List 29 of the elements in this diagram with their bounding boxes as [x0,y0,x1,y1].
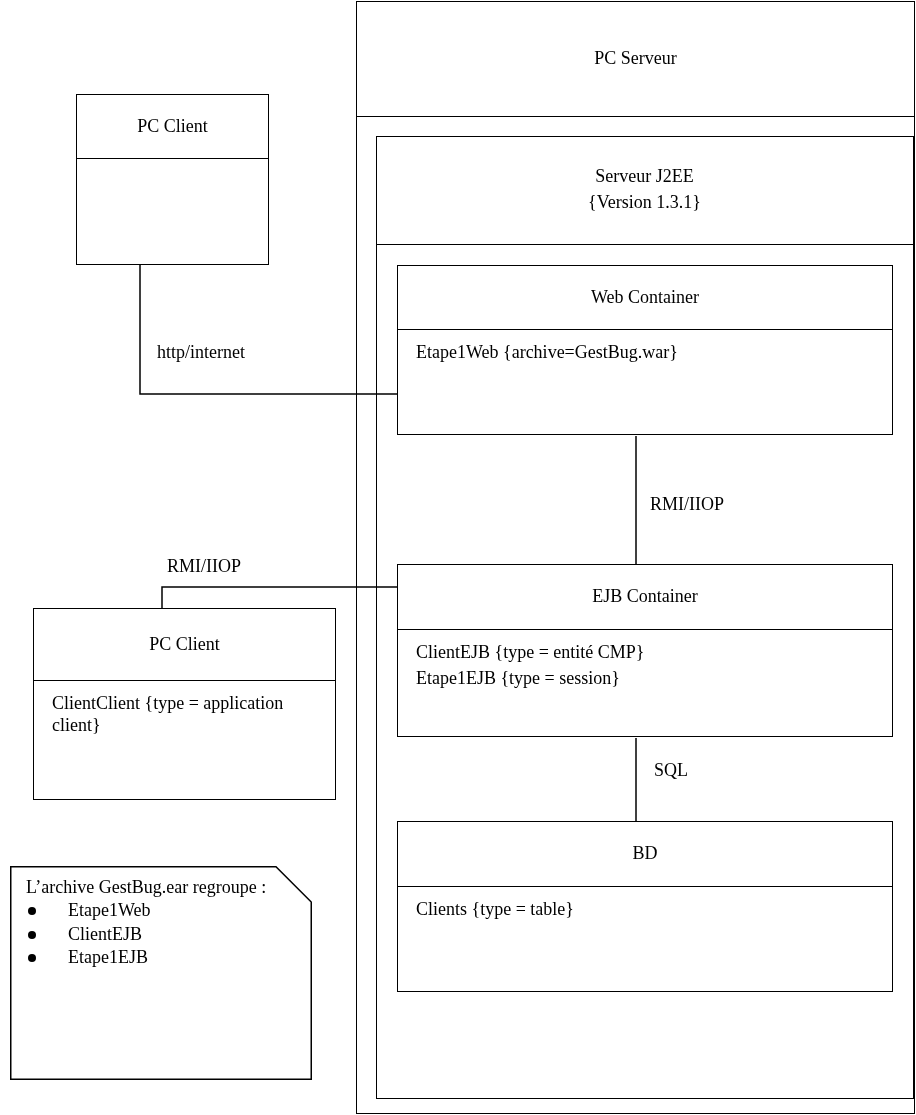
node-text: Etape1Web {archive=GestBug.war} [416,342,679,364]
node-text: Clients {type = table} [416,899,575,921]
node-title: Web Container [591,286,699,309]
note-text: L’archive GestBug.ear regroupe : [26,876,268,899]
node-box [397,821,893,992]
list-item: Etape1Web [26,899,298,923]
node-box [397,265,893,435]
node-title: EJB Container [592,586,698,608]
node-title: PC Serveur [594,48,677,70]
connector-line [161,586,399,609]
list-item: Etape1EJB [26,946,298,970]
connector-line [635,435,637,566]
node-text: ClientClient {type = application client} [52,693,285,737]
node-title: Serveur J2EE [595,166,694,188]
node-title: PC Client [149,633,220,656]
connector-line [139,264,399,395]
connector-line [635,737,637,823]
node-text: ClientEJB {type = entité CMP} [416,642,646,664]
node-box [76,94,269,265]
list-item: ClientEJB [26,922,298,947]
edge-label: http/internet [155,342,247,363]
node-text: Etape1EJB {type = session} [416,667,621,690]
note [10,866,312,1080]
node-title: {Version 1.3.1} [588,192,701,214]
node-box [397,564,893,737]
node-title: BD [632,843,658,865]
node-title: PC Client [137,115,208,138]
edge-label: SQL [652,760,690,781]
node-box [33,608,336,800]
